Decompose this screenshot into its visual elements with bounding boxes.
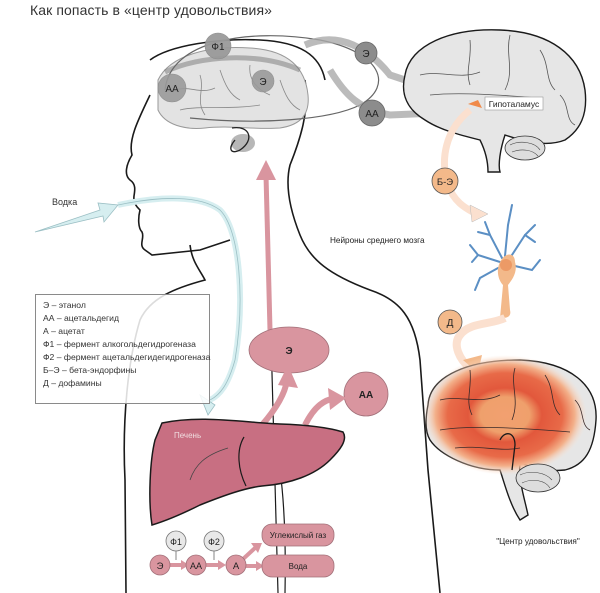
head-brain	[149, 38, 326, 153]
legend-item: Ф2 – фермент ацетальдегидегидрогеназа	[43, 352, 211, 362]
dopamine-arrow	[452, 314, 507, 372]
ethanol-to-brain-arrow	[263, 174, 273, 331]
svg-text:Э: Э	[157, 561, 164, 572]
legend-item: Ф1 – фермент алкогольдегидрогеназа	[43, 339, 196, 349]
svg-text:Э: Э	[362, 49, 369, 60]
hypothalamus-label: Гипоталамус	[489, 99, 540, 109]
svg-text:Э: Э	[259, 77, 266, 88]
body-acetaldehyde-node: АА	[343, 371, 389, 417]
enzyme2-node: Ф2	[203, 530, 225, 552]
svg-text:Д: Д	[447, 318, 454, 329]
acetaldehyde-node: АА	[185, 554, 207, 576]
svg-text:Ф2: Ф2	[208, 537, 220, 547]
legend: Э – этанол АА – ацетальдегид А – ацетат …	[35, 294, 210, 404]
svg-text:Э: Э	[285, 346, 292, 357]
beta-endorphin-node: Б-Э	[431, 167, 459, 195]
hypothalamus-label-box	[484, 96, 544, 111]
metabolism-chain: Ф1 Ф2 Э АА А Углекислый газ Вода	[149, 523, 335, 578]
neurons-label: Нейроны среднего мозга	[330, 236, 425, 245]
water-node: Вода	[261, 554, 335, 578]
ethanol-to-brain-arrowhead	[256, 160, 276, 180]
acetate-node: А	[225, 554, 247, 576]
svg-text:Вода: Вода	[289, 562, 308, 571]
liver-to-ethanol-arrowhead	[278, 365, 298, 388]
svg-text:АА: АА	[359, 390, 373, 401]
endorphin-arrowhead	[469, 204, 489, 223]
co2-node: Углекислый газ	[261, 523, 335, 547]
head-e-node: Э	[251, 69, 275, 93]
svg-text:Углекислый газ: Углекислый газ	[270, 531, 327, 540]
pleasure-brain	[423, 355, 597, 521]
legend-item: Б–Э – бета-эндорфины	[43, 365, 137, 375]
svg-text:Ф1: Ф1	[211, 42, 225, 53]
liver-to-ethanol-arrow	[259, 379, 290, 427]
acetaldehyde-band	[326, 68, 461, 119]
vodka-label: Водка	[52, 197, 77, 207]
svg-text:АА: АА	[365, 109, 379, 120]
head-aa-node: АА	[157, 73, 187, 103]
svg-text:АА: АА	[190, 561, 202, 571]
liver-to-acetaldehyde-arrowhead	[328, 388, 346, 410]
liver-label: Печень	[174, 431, 201, 440]
legend-item: Э – этанол	[43, 300, 86, 310]
svg-text:А: А	[233, 561, 240, 572]
diagram-title: Как попасть в «центр удовольствия»	[30, 2, 273, 18]
midbrain-neuron	[469, 204, 541, 318]
svg-text:Ф1: Ф1	[170, 537, 182, 547]
dopamine-node: Д	[437, 309, 463, 335]
ethanol-node: Э	[149, 554, 171, 576]
legend-item: А – ацетат	[43, 326, 85, 336]
brain-aa-node: АА	[358, 99, 386, 127]
enzyme1-node: Ф1	[165, 530, 187, 552]
pleasure-center-label: "Центр удовольствия"	[496, 537, 580, 546]
legend-item: АА – ацетальдегид	[43, 313, 119, 323]
body-ethanol-node: Э	[248, 326, 330, 374]
head-f1-node: Ф1	[204, 32, 232, 60]
liver	[149, 418, 346, 526]
svg-text:АА: АА	[165, 84, 179, 95]
svg-text:Б-Э: Б-Э	[437, 177, 453, 188]
brain-e-node: Э	[354, 41, 378, 65]
legend-item: Д – дофамины	[43, 378, 102, 388]
